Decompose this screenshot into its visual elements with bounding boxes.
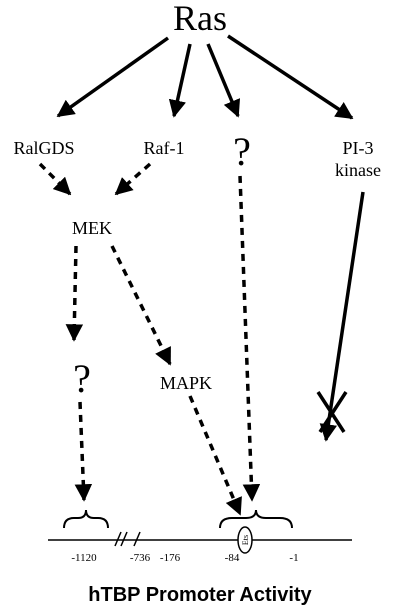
position-label: -176 (160, 552, 181, 564)
dashed-arrow-unknown-mid-to-promoter (74, 401, 93, 502)
axis-break-mark-2 (120, 531, 128, 547)
unknown-mediator-question-mark: ? (73, 356, 91, 401)
position-label: -1 (289, 552, 298, 564)
pi3-kinase-label-line2: kinase (335, 160, 381, 180)
dashed-arrows (38, 162, 261, 516)
arrow-pi3k-to-promoter (319, 191, 365, 442)
position-label: -1120 (71, 552, 97, 564)
arrow-ras-to-unknown (206, 43, 241, 118)
dashed-arrow-ralgds-to-mek (38, 162, 72, 196)
dashed-arrow-mek-to-unknown (65, 245, 84, 342)
ralgds-label: RalGDS (13, 138, 74, 158)
proximal-region-brace (219, 509, 293, 529)
dashed-arrow-mapk-to-promoter (188, 395, 242, 516)
pi3-kinase-label-line1: PI-3 (343, 138, 374, 158)
promoter-activity-title: hTBP Promoter Activity (88, 584, 312, 606)
dashed-arrow-mek-to-mapk (110, 245, 172, 366)
mek-label: MEK (72, 218, 112, 238)
unknown-effector-question-mark: ? (233, 129, 251, 174)
axis-break-mark-3 (133, 531, 141, 547)
block-x-icon (316, 391, 348, 433)
axis-break-mark-1 (114, 531, 122, 547)
arrow-ras-to-ralgds (56, 36, 170, 118)
ets-binding-site (237, 526, 253, 554)
mapk-label: MAPK (160, 373, 212, 393)
ras-solid-arrows (56, 34, 354, 120)
ets-label: Ets (241, 535, 250, 545)
distal-region-brace (63, 509, 109, 529)
promoter-line (48, 531, 352, 547)
position-label: -736 (130, 552, 151, 564)
arrow-ras-to-raf1 (168, 43, 192, 118)
dashed-arrow-raf1-to-mek (114, 162, 152, 196)
ras-label: Ras (173, 0, 227, 38)
raf1-label: Raf-1 (144, 138, 185, 158)
dashed-arrow-unknown-top-to-promoter (238, 175, 261, 502)
arrow-ras-to-pi3k (227, 34, 354, 120)
position-label: -84 (225, 552, 240, 564)
